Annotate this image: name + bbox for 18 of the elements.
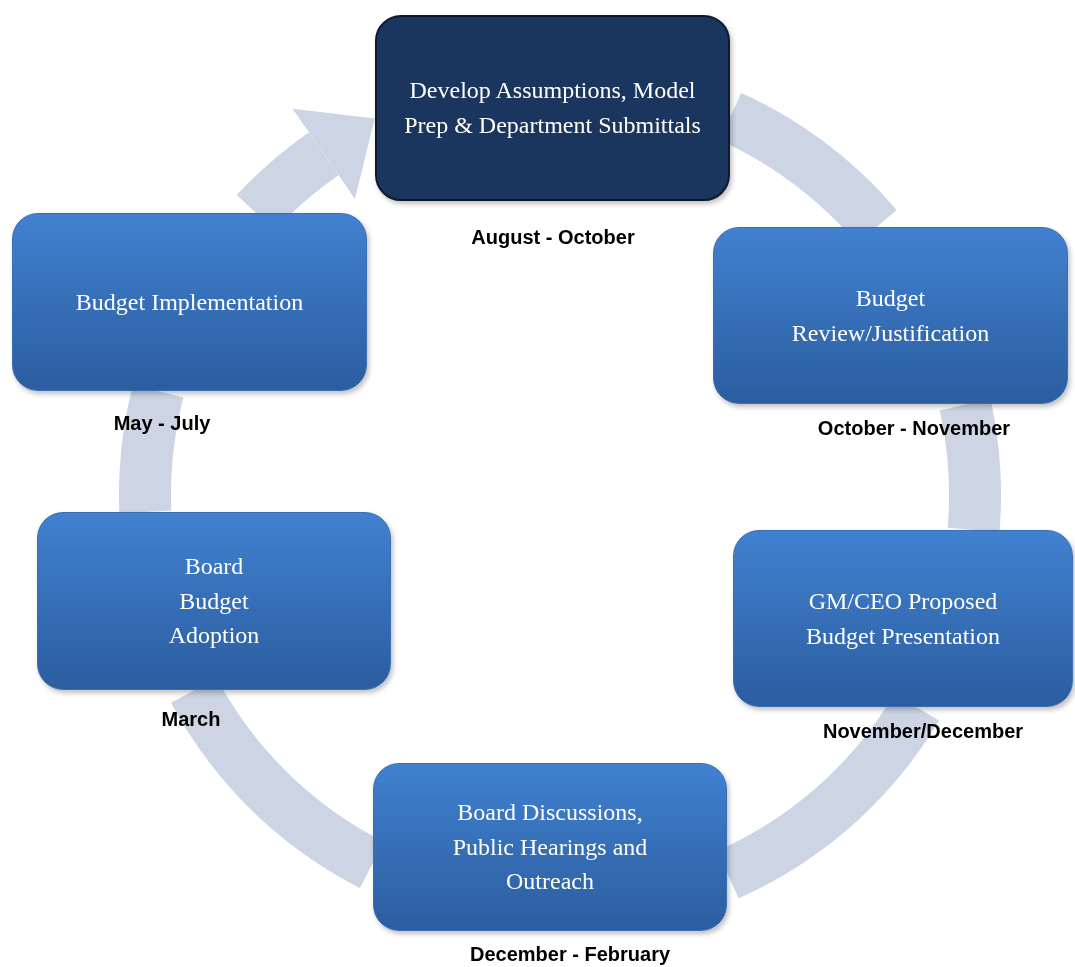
process-box bbox=[375, 15, 730, 201]
period-label: October - November bbox=[817, 417, 1011, 440]
step-label: Budget Review/Justification bbox=[790, 283, 991, 348]
period-label: November/December bbox=[822, 720, 1024, 743]
period-label: December - February bbox=[469, 943, 671, 966]
process-box bbox=[37, 512, 391, 690]
process-box bbox=[733, 530, 1073, 707]
step-label: Develop Assumptions, Model Prep & Department Submittals bbox=[403, 76, 702, 140]
process-box bbox=[373, 763, 727, 931]
step-label: Board Discussions, Public Hearings and Outreach bbox=[451, 797, 649, 897]
step-label: GM/CEO Proposed Budget Presentation bbox=[805, 586, 1001, 651]
period-label: May - July bbox=[113, 412, 211, 435]
period-label: March bbox=[161, 708, 221, 731]
step-label: Board Budget Adoption bbox=[167, 551, 261, 651]
process-box bbox=[12, 213, 367, 391]
step-label: Budget Implementation bbox=[75, 287, 304, 317]
period-label: August - October bbox=[471, 226, 635, 249]
process-box bbox=[713, 227, 1068, 404]
